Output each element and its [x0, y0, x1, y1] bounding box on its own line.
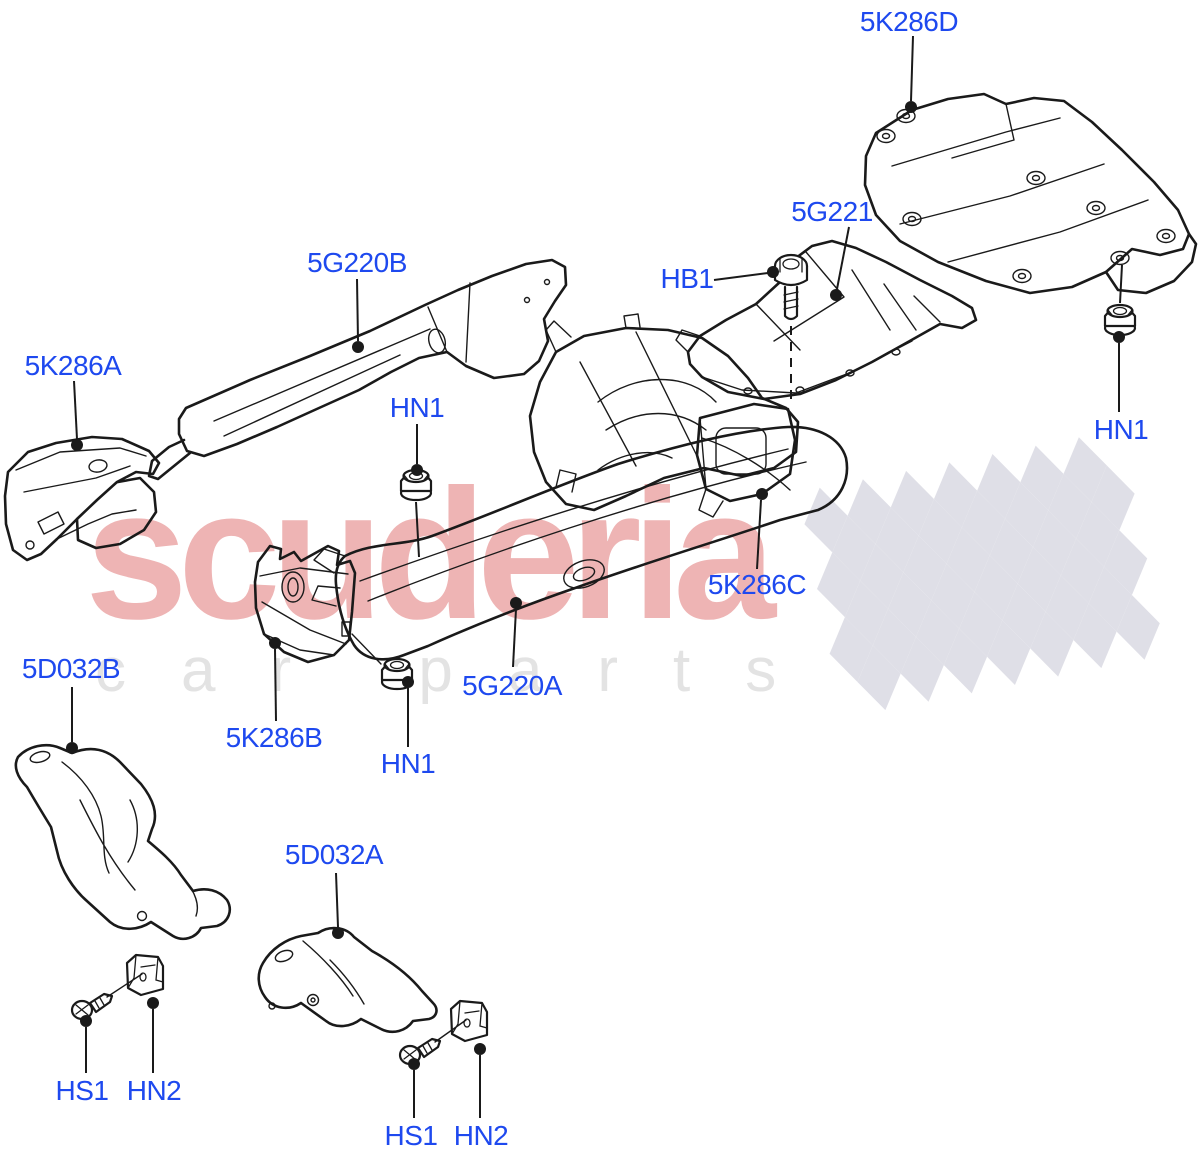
part-5G221-drawing — [675, 239, 978, 401]
part-ridges — [891, 103, 1149, 263]
leader-HB1 — [713, 272, 769, 281]
part-channel — [213, 282, 471, 437]
part-label-HS1-center[interactable]: HS1 — [385, 1120, 438, 1151]
part-rivet — [523, 296, 531, 304]
part-outline — [334, 425, 849, 661]
part-hole — [274, 949, 294, 963]
connector-bolt-to-clip — [434, 1019, 467, 1043]
part-pipe-opening — [563, 559, 605, 589]
part-keyhole — [281, 571, 305, 603]
part-fin — [545, 313, 641, 353]
hn1-nut-right — [1103, 303, 1137, 337]
part-side-plate — [695, 402, 797, 503]
leader-HN1-right — [1118, 264, 1123, 412]
part-hole — [427, 328, 447, 354]
part-outline — [686, 239, 978, 401]
part-5K286A-drawing — [3, 435, 161, 562]
leader-5D032A — [335, 872, 339, 928]
part-label-HN2-center[interactable]: HN2 — [454, 1120, 509, 1151]
part-label-5K286C[interactable]: 5K286C — [708, 569, 807, 600]
part-center-tunnel-heat-shield-drawing — [528, 313, 800, 518]
part-label-5G220B[interactable]: 5G220B — [307, 247, 407, 278]
part-holes — [743, 348, 901, 395]
part-label-HN1-right[interactable]: HN1 — [1094, 414, 1149, 445]
part-forks — [311, 548, 346, 607]
part-label-5D032A[interactable]: 5D032A — [285, 839, 385, 870]
watermark: scuderia car parts — [85, 433, 1167, 715]
part-flap — [1104, 232, 1198, 295]
leader-HN1-center-top — [415, 424, 420, 558]
part-rivet — [136, 910, 148, 922]
part-plate-hole — [715, 427, 767, 475]
part-5K286B-drawing — [253, 544, 382, 665]
part-outline — [14, 744, 231, 941]
leader-5G220A — [512, 608, 517, 668]
part-rivet — [25, 540, 35, 550]
part-ridges — [359, 437, 807, 602]
leader-5G220B — [356, 278, 359, 342]
part-hole — [88, 459, 108, 473]
part-boss-inner — [310, 997, 316, 1003]
part-5D032B-drawing — [14, 744, 231, 941]
part-5G220B-drawing — [147, 258, 568, 481]
leader-5G221 — [836, 226, 850, 290]
part-ridge-triangle — [773, 251, 845, 342]
part-boss — [306, 993, 320, 1007]
leader-5K286B — [274, 648, 277, 722]
part-outline — [257, 926, 438, 1034]
part-label-5K286B[interactable]: 5K286B — [226, 722, 323, 753]
part-label-5G221[interactable]: 5G221 — [791, 196, 873, 227]
checkered-flag-graphic — [798, 433, 1167, 715]
connector-to-nut — [351, 633, 382, 665]
leader-5K286A — [73, 380, 78, 440]
watermark-tagline-text: car parts — [95, 636, 831, 705]
part-label-5K286A[interactable]: 5K286A — [25, 350, 123, 381]
connector-bolt-to-clip — [106, 973, 143, 998]
leader-lines — [66, 35, 1125, 1118]
part-ridges — [579, 331, 717, 467]
part-code-labels: 5K286D 5G221 HB1 5G220B 5K286A HN1 HN1 5… — [22, 6, 1149, 1151]
leader-5K286D — [910, 35, 914, 102]
part-label-HB1[interactable]: HB1 — [661, 263, 714, 294]
fastener-group-center — [398, 999, 489, 1066]
part-contours — [302, 940, 365, 1005]
part-ridges — [15, 447, 147, 540]
part-hole — [29, 750, 51, 764]
part-label-5G220A[interactable]: 5G220A — [462, 670, 563, 701]
part-label-HS1-left[interactable]: HS1 — [56, 1075, 109, 1106]
part-slot — [341, 621, 351, 637]
part-label-HN1-center-top[interactable]: HN1 — [390, 392, 445, 423]
part-outline — [253, 544, 357, 664]
part-keyhole-inner — [287, 577, 299, 597]
part-rivet — [543, 278, 551, 286]
part-pipe-opening-inner — [572, 566, 596, 582]
part-lobe — [75, 476, 158, 550]
part-label-HN1-center-bottom[interactable]: HN1 — [381, 748, 436, 779]
hb1-bolt-drawing — [773, 253, 809, 321]
part-5D032A-drawing — [257, 926, 438, 1034]
part-label-5K286D[interactable]: 5K286D — [860, 6, 959, 37]
part-outline — [528, 326, 800, 512]
part-5G220A-drawing — [311, 425, 849, 661]
parts-artwork — [3, 92, 1198, 1066]
part-bosses — [876, 108, 1176, 284]
part-label-HN2-left[interactable]: HN2 — [127, 1075, 182, 1106]
part-contours — [61, 761, 199, 917]
part-label-5D032B[interactable]: 5D032B — [22, 653, 121, 684]
part-outline — [177, 258, 568, 458]
part-tail — [147, 438, 192, 481]
part-5K286D-drawing — [863, 92, 1198, 295]
part-outline — [863, 92, 1191, 295]
leader-5K286C — [756, 499, 762, 570]
part-plate-tab — [698, 417, 724, 518]
part-ridges — [675, 269, 941, 394]
part-rivet — [268, 1002, 276, 1010]
fastener-group-left — [70, 953, 165, 1021]
part-notch — [37, 511, 65, 535]
